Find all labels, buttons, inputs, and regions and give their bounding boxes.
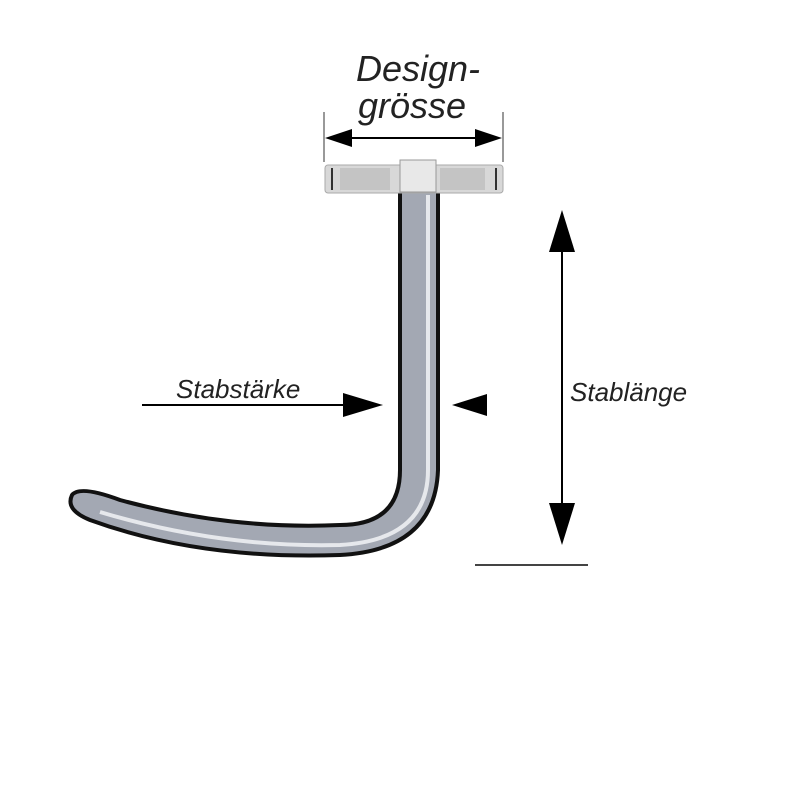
thickness-dimension: [142, 393, 487, 417]
bar-shape: [68, 188, 440, 558]
design-size-dimension: [323, 112, 504, 162]
length-dimension: [475, 210, 588, 566]
design-head: [324, 159, 504, 194]
bar-thickness-label: Stabstärke: [176, 374, 301, 404]
bar-length-label: Stablänge: [570, 377, 688, 407]
design-size-label-line2: grösse: [358, 85, 467, 126]
design-size-label-line1: Design-: [356, 48, 481, 89]
